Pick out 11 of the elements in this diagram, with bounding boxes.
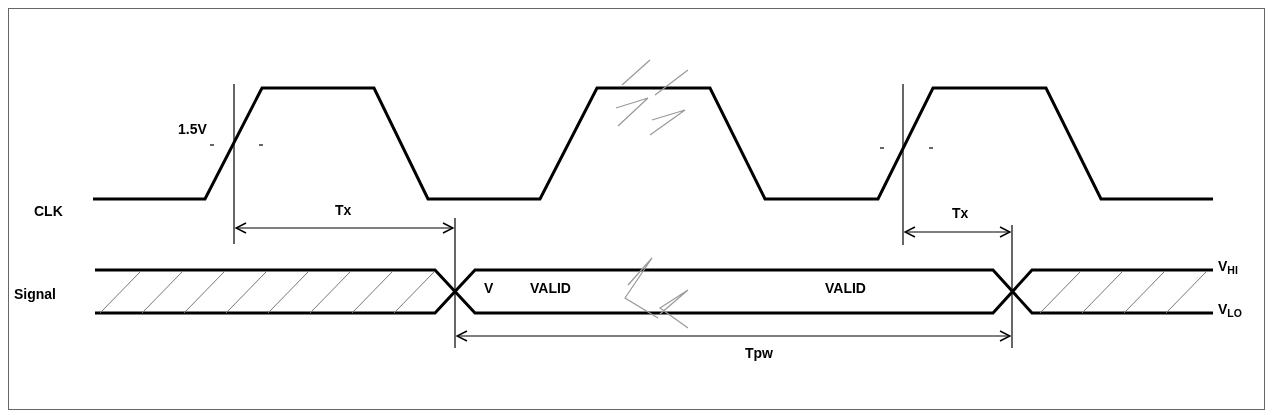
timing-label: Tx bbox=[952, 206, 969, 220]
state-label: VALID bbox=[530, 281, 571, 295]
timing-label: Tpw bbox=[745, 346, 773, 360]
state-label: V bbox=[484, 281, 494, 295]
level-label: 1.5V bbox=[178, 122, 207, 136]
timing-label: Tx bbox=[335, 203, 352, 217]
signal-name: Signal bbox=[14, 287, 56, 301]
state-label: VALID bbox=[825, 281, 866, 295]
level-label: V$_{HI}$ bbox=[1218, 259, 1238, 273]
signal-name: CLK bbox=[34, 204, 63, 218]
level-label: V$_{LO}$ bbox=[1218, 302, 1242, 316]
